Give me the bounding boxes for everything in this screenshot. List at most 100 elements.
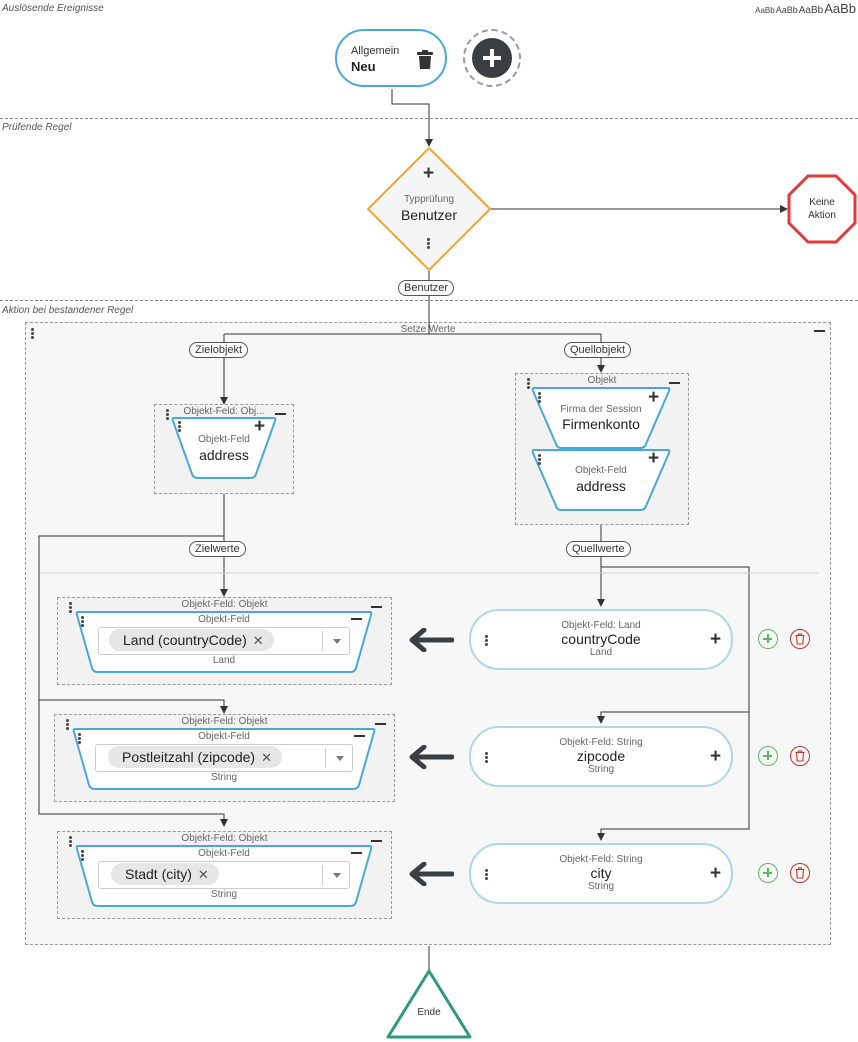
target-group-menu-icon[interactable] <box>166 408 170 421</box>
mapping-field-collapse-icon[interactable] <box>351 618 362 620</box>
source-second-add-icon[interactable]: + <box>648 448 660 469</box>
target-field-add-icon[interactable]: + <box>254 416 266 437</box>
mapping-field-chip-label: Land (countryCode) <box>123 632 247 648</box>
add-trigger-button[interactable] <box>463 29 521 87</box>
source-object-label: Quellobjekt <box>564 342 632 358</box>
plus-circle-icon <box>472 38 512 78</box>
mapping-source-datatype: Land <box>589 647 613 658</box>
delete-mapping-button[interactable] <box>790 746 810 766</box>
mapping-field-select[interactable]: Land (countryCode) ✕ <box>98 627 350 655</box>
mapping-source-type: Objekt-Feld: String <box>559 854 643 865</box>
rule-menu-icon[interactable] <box>427 237 431 250</box>
mapping-field-chip-label: Postleitzahl (zipcode) <box>122 749 256 765</box>
trash-outline-icon <box>795 750 805 762</box>
mapping-field-type: Objekt-Feld <box>198 614 250 625</box>
mapping-target-group-menu-icon[interactable] <box>69 835 73 848</box>
mapping-field-select[interactable]: Stadt (city)✕ <box>98 861 350 889</box>
add-mapping-button[interactable] <box>758 629 778 649</box>
mapping-target-group-collapse-icon[interactable] <box>371 606 382 608</box>
mapping-source-add-icon[interactable]: + <box>710 746 722 767</box>
font-size-sample[interactable]: AaBbAaBbAaBbAaBb <box>754 0 856 18</box>
mapping-source-datatype: String <box>587 881 615 892</box>
setze-werte-menu-icon[interactable] <box>31 327 35 340</box>
target-field-menu-icon[interactable] <box>178 420 182 433</box>
end-node-label: Ende <box>417 1007 441 1018</box>
mapping-field-chip[interactable]: Stadt (city)✕ <box>111 863 219 885</box>
mapping-source-add-icon[interactable]: + <box>710 863 722 884</box>
mapping-source-add-icon[interactable]: + <box>710 629 722 650</box>
arrow-left-icon <box>409 628 454 652</box>
mapping-source-menu-icon[interactable] <box>485 751 489 764</box>
mapping-target-group-title: Objekt-Feld: Objekt <box>181 716 268 727</box>
trash-icon[interactable] <box>416 50 434 70</box>
mapping-field-collapse-icon[interactable] <box>351 852 362 854</box>
mapping-target-group-title: Objekt-Feld: Objekt <box>181 833 268 844</box>
font-sample-xs[interactable]: AaBb <box>755 6 775 15</box>
chevron-down-icon[interactable] <box>333 873 341 878</box>
source-second-shape[interactable] <box>530 448 672 512</box>
section-label-trigger: Auslösende Ereignisse <box>2 3 104 14</box>
chevron-down-icon[interactable] <box>333 639 341 644</box>
end-triangle[interactable] <box>385 968 473 1040</box>
target-object-label: Zielobjekt <box>189 342 249 358</box>
font-sample-l[interactable]: AaBb <box>824 1 856 16</box>
chip-remove-icon[interactable]: ✕ <box>197 867 209 882</box>
target-group-collapse-icon[interactable] <box>275 413 286 415</box>
mapping-field-select[interactable]: Postleitzahl (zipcode) ✕ <box>95 744 353 772</box>
delete-mapping-button[interactable] <box>790 863 810 883</box>
source-second-menu-icon[interactable] <box>538 453 542 466</box>
source-first-type: Firma der Session <box>560 404 642 415</box>
rule-add-icon[interactable]: + <box>423 163 435 184</box>
no-action-octagon[interactable] <box>787 174 857 244</box>
source-group-collapse-icon[interactable] <box>669 382 680 384</box>
source-first-menu-icon[interactable] <box>538 391 542 404</box>
setze-werte-collapse-icon[interactable] <box>814 330 825 332</box>
source-second-name: address <box>576 478 626 494</box>
setze-werte-title: Setze Werte <box>400 324 456 335</box>
mapping-target-group-collapse-icon[interactable] <box>375 723 386 725</box>
trigger-node-name: Neu <box>351 59 376 74</box>
chip-remove-icon[interactable]: ✕ <box>252 633 264 648</box>
mapping-source-menu-icon[interactable] <box>485 634 489 647</box>
mapping-field-menu-icon[interactable] <box>81 615 85 628</box>
target-values-label: Zielwerte <box>189 541 246 557</box>
mapping-source-pill[interactable]: + Objekt-Feld: String city String <box>469 843 733 904</box>
mapping-field-menu-icon[interactable] <box>78 732 82 745</box>
trigger-node[interactable]: Allgemein Neu <box>335 29 447 87</box>
section-label-rule: Prüfende Regel <box>2 122 72 133</box>
target-field-name: address <box>199 447 249 463</box>
font-sample-m[interactable]: AaBb <box>798 5 824 16</box>
target-field-shape[interactable] <box>170 416 278 480</box>
mapping-target-group-title: Objekt-Feld: Objekt <box>181 599 268 610</box>
add-mapping-button[interactable] <box>758 746 778 766</box>
source-first-shape[interactable] <box>530 386 672 450</box>
mapping-target-group-collapse-icon[interactable] <box>371 840 382 842</box>
mapping-field-datatype: Land <box>212 655 236 666</box>
source-values-label: Quellwerte <box>566 541 631 557</box>
mapping-field-menu-icon[interactable] <box>81 849 85 862</box>
target-group-title: Objekt-Feld: Obj... <box>183 406 265 417</box>
rule-node-type: Typprüfung <box>403 194 455 205</box>
add-mapping-button[interactable] <box>758 863 778 883</box>
mapping-source-menu-icon[interactable] <box>485 868 489 881</box>
mapping-source-datatype: String <box>587 764 615 775</box>
trash-outline-icon <box>795 633 805 645</box>
delete-mapping-button[interactable] <box>790 629 810 649</box>
mapping-field-chip[interactable]: Postleitzahl (zipcode) ✕ <box>108 746 282 768</box>
mapping-target-group-menu-icon[interactable] <box>69 601 73 614</box>
mapping-field-chip[interactable]: Land (countryCode) ✕ <box>109 629 274 651</box>
source-first-add-icon[interactable]: + <box>648 387 660 408</box>
mapping-target-group-menu-icon[interactable] <box>66 718 70 731</box>
rule-diamond-shape[interactable] <box>366 146 492 272</box>
font-sample-s[interactable]: AaBb <box>775 5 798 15</box>
chevron-down-icon[interactable] <box>336 756 344 761</box>
mapping-source-pill[interactable]: + Objekt-Feld: Land countryCode Land <box>469 609 733 670</box>
arrow-left-icon <box>409 862 454 886</box>
source-group-menu-icon[interactable] <box>527 377 531 390</box>
mapping-field-datatype: String <box>210 772 238 783</box>
chip-remove-icon[interactable]: ✕ <box>261 750 272 765</box>
mapping-field-collapse-icon[interactable] <box>354 735 365 737</box>
trigger-node-type: Allgemein <box>351 45 400 57</box>
source-second-type: Objekt-Feld <box>575 465 627 476</box>
mapping-source-pill[interactable]: + Objekt-Feld: String zipcode String <box>469 726 733 787</box>
